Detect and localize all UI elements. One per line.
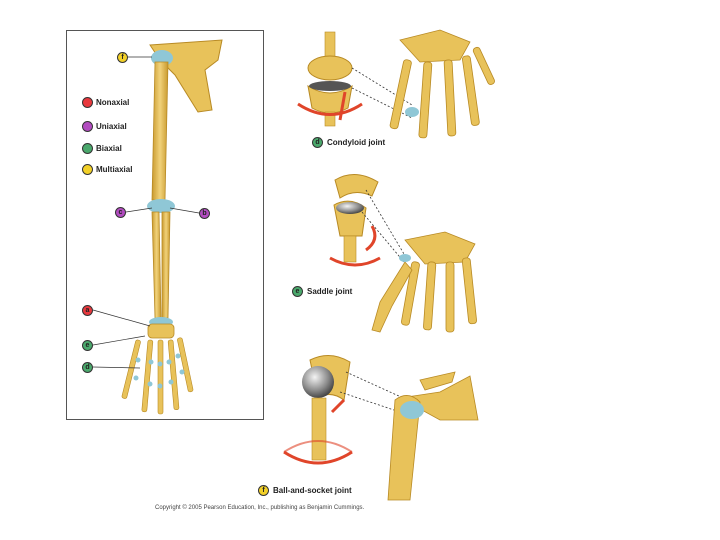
caption-label: Condyloid joint <box>327 138 386 147</box>
elbow-joint-cartilage <box>147 199 175 213</box>
caption-label: Saddle joint <box>307 287 353 296</box>
rotation-arrow <box>365 225 377 252</box>
radius <box>161 211 171 319</box>
condyloid-joint-illustration <box>297 29 495 139</box>
caption-label: Ball-and-socket joint <box>273 486 352 495</box>
arm-tag-b: b <box>199 208 210 219</box>
tag-leader-lines <box>92 56 200 369</box>
caption-ball-and-socket-joint: f Ball-and-socket joint <box>258 485 352 497</box>
rotation-arrow <box>338 91 347 121</box>
caption-tag: d <box>312 137 323 149</box>
arm-skeleton <box>92 39 223 415</box>
uniaxial-dot-icon <box>82 121 93 132</box>
caption-saddle-joint: e Saddle joint <box>292 286 352 298</box>
nonaxial-dot-icon <box>82 97 93 108</box>
rotation-arrow <box>283 450 353 465</box>
saddle-joint-illustration <box>329 174 477 333</box>
legend-label: Nonaxial <box>96 98 130 107</box>
caption-tag: e <box>292 286 303 298</box>
hand-fingers <box>121 337 194 415</box>
arm-tag-f: f <box>117 52 128 63</box>
arm-tag-c: c <box>115 207 126 218</box>
multiaxial-dot-icon <box>82 164 93 175</box>
rotation-arrow <box>329 256 381 267</box>
finger-joint-cartilage <box>133 353 185 389</box>
rotation-arrow <box>330 398 346 414</box>
rotation-arrow <box>297 102 363 116</box>
legend-label: Biaxial <box>96 144 122 153</box>
ball-and-socket-illustration <box>283 355 479 501</box>
legend-label: Uniaxial <box>96 122 127 131</box>
humerus <box>151 61 169 201</box>
carpals <box>147 323 175 339</box>
caption-condyloid-joint: d Condyloid joint <box>312 137 385 149</box>
copyright-notice: Copyright © 2005 Pearson Education, Inc.… <box>155 505 365 511</box>
arm-tag-a: a <box>82 305 93 316</box>
ulna <box>151 211 162 319</box>
caption-tag: f <box>258 485 269 497</box>
legend-label: Multiaxial <box>96 165 133 174</box>
arm-tag-d: d <box>82 362 93 373</box>
rotation-arrow <box>283 440 353 453</box>
arm-tag-e: e <box>82 340 93 351</box>
biaxial-dot-icon <box>82 143 93 154</box>
